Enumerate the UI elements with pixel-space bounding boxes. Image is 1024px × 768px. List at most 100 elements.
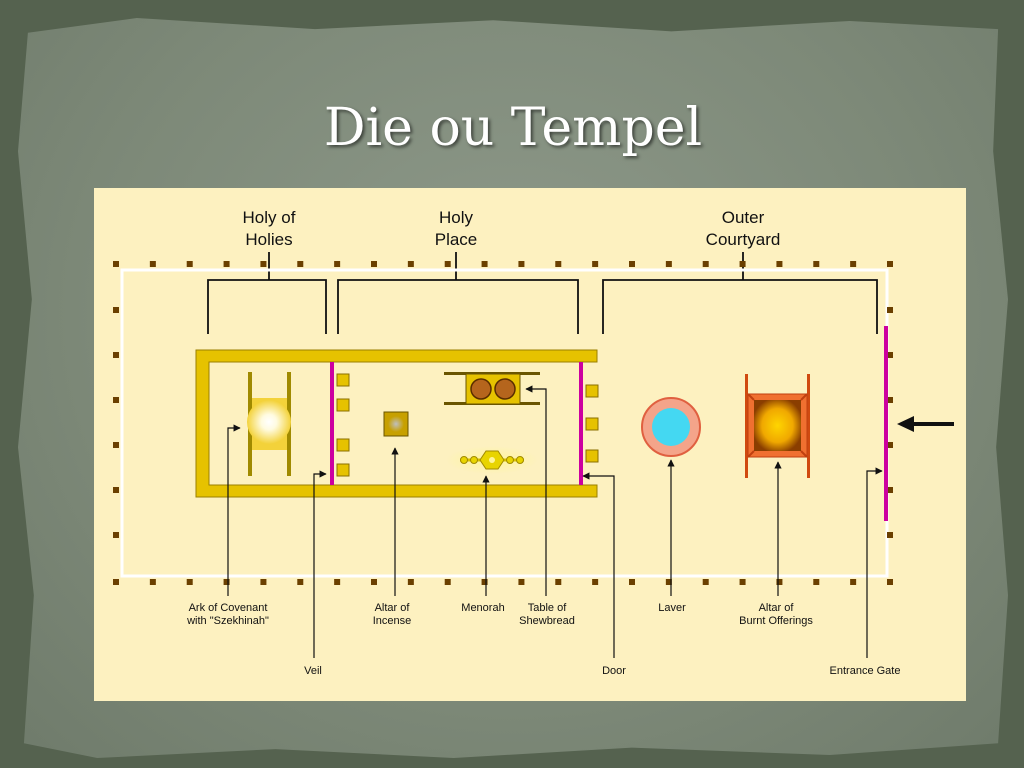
fence-post xyxy=(113,352,119,358)
fence-post xyxy=(739,579,746,585)
label-shewbread-line2: Shewbread xyxy=(519,615,575,627)
fence-post xyxy=(813,261,820,267)
label-burnt-offerings-line1: Altar of xyxy=(759,602,795,614)
fence-post xyxy=(739,261,746,267)
leader-ark xyxy=(227,424,241,596)
label-door: Door xyxy=(602,665,626,677)
fence-post xyxy=(555,261,562,267)
fence-post xyxy=(592,579,599,585)
bracket-holy-place xyxy=(337,279,579,334)
ark-of-covenant xyxy=(247,372,291,476)
entrance-gate-curtain xyxy=(884,326,888,521)
fence-post xyxy=(444,261,451,267)
label-laver: Laver xyxy=(658,602,686,614)
fence-post xyxy=(518,579,525,585)
fence-post xyxy=(149,579,156,585)
fence-post xyxy=(334,579,341,585)
bracket-holy-of-holies xyxy=(207,279,327,334)
label-entrance-gate: Entrance Gate xyxy=(830,665,901,677)
leader-gate xyxy=(866,467,883,658)
fence-post xyxy=(113,487,119,493)
slide-title: Die ou Tempel xyxy=(323,98,703,158)
fence-post xyxy=(297,579,304,585)
fence-post xyxy=(518,261,525,267)
label-veil: Veil xyxy=(304,665,322,677)
veil-curtain xyxy=(330,362,334,485)
fence-post xyxy=(113,532,119,538)
fence-post xyxy=(629,579,635,585)
fence-post xyxy=(850,261,857,267)
bracket-outer-courtyard xyxy=(602,279,878,334)
leader-lines xyxy=(227,385,883,658)
fence-post xyxy=(887,352,893,358)
fence-post xyxy=(260,579,267,585)
fence-post xyxy=(702,579,709,585)
fence-post xyxy=(665,261,672,267)
fence-post xyxy=(481,261,488,267)
heading-outer-courtyard-line2: Courtyard xyxy=(706,230,781,249)
laver xyxy=(641,397,701,457)
fence-post xyxy=(887,397,893,403)
slide-paper-background: Die ou Tempel xyxy=(18,18,1008,758)
fence-post xyxy=(813,579,820,585)
leader-veil xyxy=(313,470,327,658)
fence-post xyxy=(776,261,783,267)
fence-post xyxy=(887,261,893,267)
fence-post xyxy=(481,579,488,585)
temple-diagram: Holy of Holies Holy Place Outer Courtyar… xyxy=(94,188,966,701)
label-incense-line2: Incense xyxy=(373,615,412,627)
table-of-shewbread xyxy=(444,372,540,405)
label-menorah: Menorah xyxy=(461,602,504,614)
fence-post xyxy=(113,579,119,585)
label-ark-line2: with "Szekhinah" xyxy=(186,615,269,627)
fence-post xyxy=(334,261,341,267)
fence-post xyxy=(113,442,119,448)
fence-post xyxy=(665,579,672,585)
temple-pillars xyxy=(336,373,599,477)
fence-post xyxy=(444,579,451,585)
heading-outer-courtyard-line1: Outer xyxy=(722,208,765,227)
fence-post xyxy=(223,261,230,267)
entry-arrow xyxy=(897,416,954,432)
fence-post xyxy=(371,261,377,267)
menorah xyxy=(446,446,538,474)
heading-holy-place-line1: Holy xyxy=(439,208,474,227)
fence-post xyxy=(149,261,156,267)
fence-post xyxy=(371,579,377,585)
leader-shewbread xyxy=(525,385,547,596)
leader-door xyxy=(582,472,615,658)
altar-of-incense xyxy=(383,411,409,437)
label-ark-line1: Ark of Covenant xyxy=(189,602,268,614)
label-burnt-offerings-line2: Burnt Offerings xyxy=(739,615,813,627)
altar-of-burnt-offerings xyxy=(745,374,810,478)
fence-post xyxy=(776,579,783,585)
fence-post xyxy=(223,579,230,585)
fence-post xyxy=(407,579,414,585)
fence-post xyxy=(887,442,893,448)
fence-post xyxy=(186,579,193,585)
heading-holy-place-line2: Place xyxy=(435,230,478,249)
label-shewbread-line1: Table of xyxy=(528,602,567,614)
fence-post xyxy=(850,579,857,585)
fence-post xyxy=(887,532,893,538)
fence-post xyxy=(887,579,893,585)
fence-post xyxy=(407,261,414,267)
fence-post xyxy=(702,261,709,267)
fence-post xyxy=(113,307,119,313)
heading-holy-of-holies-line2: Holies xyxy=(245,230,292,249)
door-curtain xyxy=(579,362,583,485)
fence-posts xyxy=(113,261,893,585)
fence-post xyxy=(113,397,119,403)
fence-post xyxy=(113,261,119,267)
fence-post xyxy=(887,487,893,493)
heading-holy-of-holies-line1: Holy of xyxy=(243,208,296,227)
temple-diagram-svg: Holy of Holies Holy Place Outer Courtyar… xyxy=(113,208,954,677)
fence-post xyxy=(186,261,193,267)
temple-wall xyxy=(195,349,598,498)
fence-post xyxy=(555,579,562,585)
fence-post xyxy=(629,261,635,267)
fence-post xyxy=(592,261,599,267)
fence-post xyxy=(260,261,267,267)
fence-post xyxy=(297,261,304,267)
fence-post xyxy=(887,307,893,313)
